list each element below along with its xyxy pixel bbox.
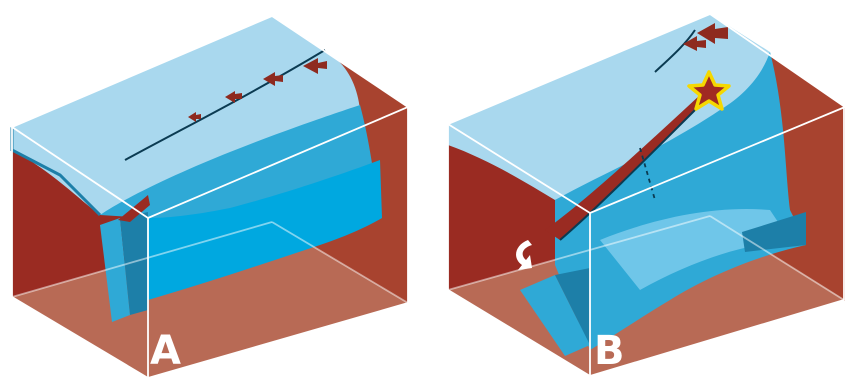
red-chevron-arrow bbox=[188, 112, 201, 122]
slab-leading-edge bbox=[742, 212, 806, 252]
box-edge bbox=[589, 299, 845, 377]
slab-end-block bbox=[520, 275, 590, 356]
box-edge bbox=[11, 296, 149, 379]
slab-rupture-edge bbox=[559, 99, 706, 241]
red-chevron-arrow bbox=[263, 72, 283, 86]
slab-hanging-side bbox=[120, 212, 148, 315]
panel-a: A bbox=[10, 14, 410, 379]
motion-arrows-b bbox=[683, 23, 728, 51]
curved-arrow-icon bbox=[516, 240, 532, 270]
slab-hanging-piece bbox=[100, 218, 130, 322]
box-edge-back bbox=[271, 221, 409, 304]
fault-trace-a bbox=[124, 49, 326, 161]
panel-label-b: B bbox=[594, 328, 625, 374]
box-top-outline bbox=[446, 12, 845, 215]
slab-end-side bbox=[555, 268, 590, 345]
panel-label-a: A bbox=[150, 328, 181, 374]
red-chevron-arrow bbox=[697, 23, 728, 44]
red-chevron-arrow bbox=[683, 36, 706, 51]
star-icon bbox=[687, 70, 731, 111]
box-edge-back bbox=[11, 221, 273, 298]
motion-arrows-a bbox=[188, 58, 327, 122]
slab-highlight bbox=[600, 209, 790, 290]
box-edges-a bbox=[10, 14, 410, 379]
box-edges-b bbox=[446, 12, 845, 377]
box-edge-back bbox=[447, 215, 711, 291]
slab-top-surface bbox=[448, 14, 772, 200]
box-floor bbox=[12, 222, 408, 378]
slab-rupture bbox=[545, 95, 705, 240]
fault-trace-b bbox=[654, 29, 696, 73]
red-chevron-arrow bbox=[225, 91, 242, 103]
red-chevron-arrow bbox=[303, 58, 327, 74]
panel-b: B bbox=[446, 12, 845, 377]
slab-front-face bbox=[148, 160, 382, 300]
box-edge bbox=[147, 302, 409, 379]
dashed-projection bbox=[639, 147, 656, 201]
box-edge bbox=[447, 289, 591, 377]
slab-dipping-surface bbox=[555, 52, 806, 350]
box-edge-back bbox=[709, 215, 845, 301]
slab-top-surface bbox=[12, 16, 360, 215]
